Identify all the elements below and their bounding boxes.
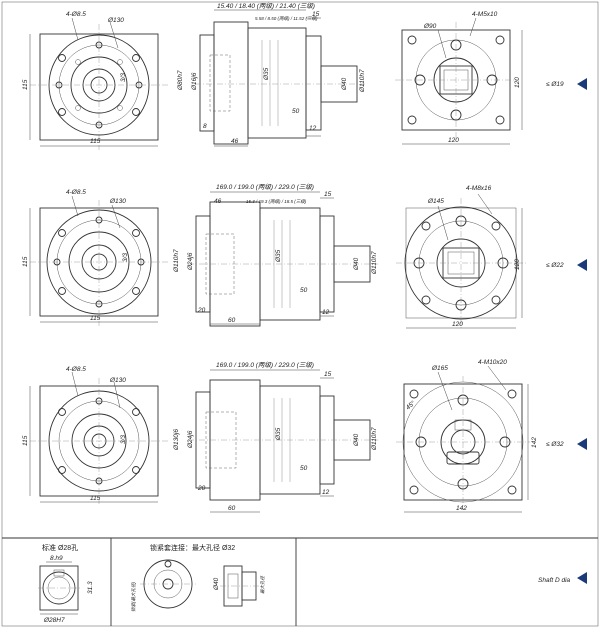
row-1-side-sub: 5.58 / 8.50 (两级) / 11.52 (三级): [255, 16, 318, 21]
box1-dim-top: 8.h9: [50, 555, 63, 562]
row-2-side-spans: 169.0 / 199.0 (两级) / 229.0 (三级): [216, 183, 314, 191]
row-2-side-small: 20: [197, 307, 206, 314]
box2-dim-right: 最大孔径: [260, 576, 265, 594]
row-2-side-d4: Ø40: [353, 257, 360, 271]
row-3-side-view: 169.0 / 199.0 (两级) / 229.0 (三级) 15 Ø130j…: [173, 361, 378, 513]
row-1-back-pcd: Ø90: [423, 23, 437, 30]
box1-dim-right: 31.3: [87, 581, 94, 594]
row-1-front-height: 115: [22, 79, 29, 90]
box2-dim-mid: Ø40: [213, 577, 220, 591]
row-3-side-len3: 60: [228, 505, 236, 512]
shaft-label: Shaft D dia: [538, 577, 571, 584]
row-1-back-height: 120: [514, 77, 521, 88]
row-2-front-holes: 4-Ø8.5: [66, 189, 86, 196]
row-2-side-sub2: 15.3 / 19.3 (两级) / 18.5 (三级): [246, 199, 307, 204]
row-2-side-len2: 12: [322, 309, 330, 316]
row-2-back-thread: 4-M8x16: [466, 185, 492, 192]
row-1-side-d3: Ø35: [263, 67, 270, 81]
row-2-side-right: 15: [324, 191, 332, 198]
row-3-side-d2: Ø24j6: [187, 430, 194, 449]
row-1-front-width: 115: [90, 138, 101, 145]
row-3-front-view: 4-Ø8.5 Ø130 115 115 3/3: [22, 366, 168, 504]
row-1-side-right: 15: [312, 11, 320, 18]
box1-dim-bottom: Ø28H7: [43, 617, 65, 624]
row-2-side-len3: 60: [228, 317, 236, 324]
row-2: 4-Ø8.5 Ø130 115 115 3/3 169.0 / 199.0 (两…: [22, 183, 587, 329]
row-2-side-len1: 50: [300, 287, 308, 294]
row-1-marker-icon: [577, 78, 587, 90]
bottom-box-locking: 锁紧套连接：最大孔径 Ø32 锁紧(最大孔径) Ø40 最大孔径: [131, 543, 265, 612]
row-3-flange-label: ≤ Ø32: [546, 441, 564, 448]
row-3-side-d3: Ø35: [275, 427, 282, 441]
row-1-side-len1: 50: [292, 108, 300, 115]
row-1-side-len2: 12: [309, 125, 317, 132]
row-2-front-view: 4-Ø8.5 Ø130 115 115 3/3: [22, 189, 168, 326]
row-3-front-holes: 4-Ø8.5: [66, 366, 86, 373]
row-1-front-holes: 4-Ø8.5: [66, 11, 86, 18]
row-1-side-d2: Ø16j6: [191, 72, 198, 91]
row-2-side-sub: 46: [214, 198, 222, 205]
row-1: 4-Ø8.5 Ø130 115 115 3/3 15.40 / 18.40 (两…: [22, 2, 587, 150]
row-1-side-d1: Ø80h7: [177, 70, 184, 91]
box2-dim-left: 锁紧(最大孔径): [131, 582, 136, 612]
row-3-side-small: 20: [197, 485, 206, 492]
row-2-back-width: 120: [452, 321, 463, 328]
row-3-front-key: 3/3: [120, 435, 127, 444]
row-2-side-d3: Ø35: [275, 249, 282, 263]
row-2-side-d1: Ø110h7: [173, 249, 180, 273]
bottom-box-standard: 标准 Ø28孔 8.h9 31.3 Ø28H7: [38, 543, 94, 624]
row-2-front-height: 115: [22, 256, 29, 267]
row-2-front-width: 115: [90, 315, 101, 322]
row-1-side-small: 8: [203, 123, 207, 130]
box2-title: 锁紧套连接：最大孔径 Ø32: [150, 543, 235, 552]
row-2-back-height: 120: [514, 259, 521, 270]
row-2-flange-label: ≤ Ø22: [546, 262, 564, 269]
row-3-side-d5: Ø110h7: [371, 427, 378, 451]
row-2-side-view: 169.0 / 199.0 (两级) / 229.0 (三级) 15 46 15…: [173, 183, 378, 327]
row-1-front-view: 4-Ø8.5 Ø130 115 115 3/3: [22, 11, 168, 150]
row-3-front-height: 115: [22, 435, 29, 446]
row-2-side-d2: Ø24j6: [187, 252, 194, 271]
row-3-back-view: 4-M10x20 Ø165 142 142 45°: [396, 359, 538, 513]
row-3-back-pcd: Ø165: [431, 365, 448, 372]
row-1-flange-label: ≤ Ø19: [546, 81, 564, 88]
row-3-back-thread: 4-M10x20: [478, 359, 507, 366]
row-2-back-pcd: Ø145: [427, 198, 444, 205]
row-2-front-pcd: Ø130: [109, 198, 126, 205]
row-1-side-d4: Ø40: [341, 77, 348, 91]
row-2-side-d5: Ø110h7: [371, 251, 378, 275]
row-1-back-width: 120: [448, 137, 459, 144]
row-3-side-len1: 50: [300, 465, 308, 472]
row-1-side-len3: 46: [231, 138, 239, 145]
row-3-front-width: 115: [90, 495, 101, 502]
row-3: 4-Ø8.5 Ø130 115 115 3/3 169.0 / 199.0 (两…: [22, 359, 587, 513]
row-3-marker-icon: [577, 438, 587, 450]
row-1-front-key: 3/3: [120, 73, 127, 82]
row-3-back-angle: 45°: [404, 399, 417, 412]
row-1-front-pcd: Ø130: [107, 17, 124, 24]
row-1-back-thread: 4-M5x10: [472, 11, 498, 18]
row-2-front-key: 3/3: [122, 253, 129, 262]
row-3-front-pcd: Ø130: [109, 377, 126, 384]
row-3-side-right: 15: [324, 371, 332, 378]
row-2-back-view: 4-M8x16 Ø145 120 120: [396, 185, 526, 329]
row-1-side-d5: Ø110h7: [359, 69, 366, 93]
row-1-side-view: 15.40 / 18.40 (两级) / 21.40 (三级) 15 5.58 …: [177, 2, 366, 147]
row-1-back-view: 4-M5x10 Ø90 120 120: [395, 11, 523, 145]
box1-title: 标准 Ø28孔: [42, 543, 78, 552]
row-3-side-d1: Ø130j6: [173, 429, 180, 451]
row-3-back-width: 142: [456, 505, 467, 512]
row-3-side-spans: 169.0 / 199.0 (两级) / 229.0 (三级): [216, 361, 314, 369]
row-3-back-height: 142: [531, 437, 538, 448]
shaft-marker-icon: [577, 572, 587, 584]
row-3-side-len2: 12: [322, 489, 330, 496]
row-3-side-d4: Ø40: [353, 433, 360, 447]
row-2-marker-icon: [577, 259, 587, 271]
row-1-side-spans: 15.40 / 18.40 (两级) / 21.40 (三级): [217, 2, 315, 10]
